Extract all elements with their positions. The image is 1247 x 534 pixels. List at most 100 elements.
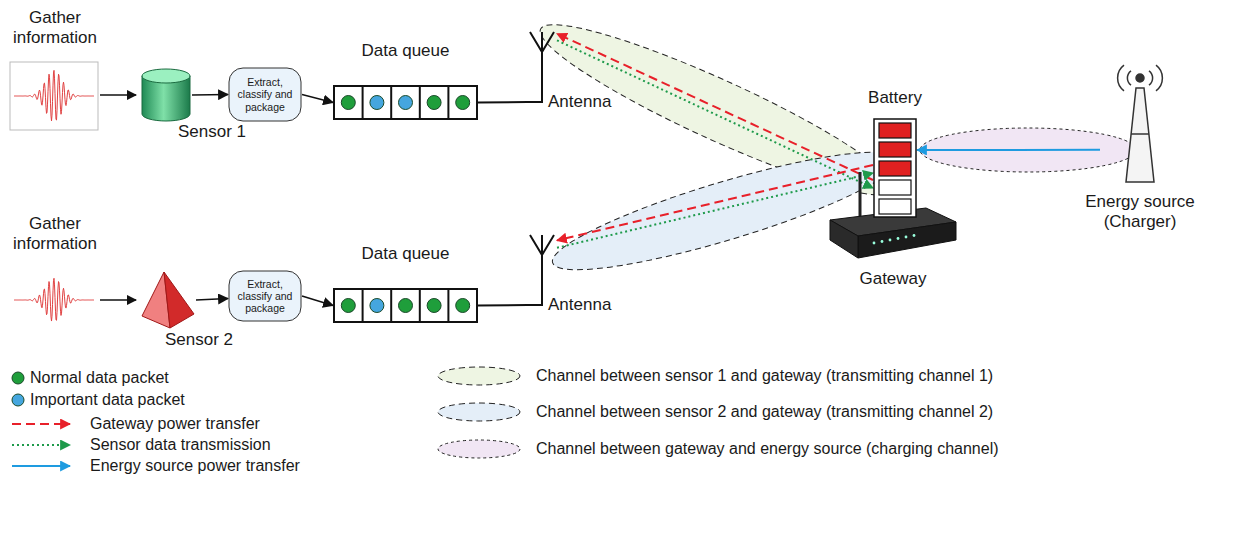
radio-wave [1156, 65, 1162, 91]
caption-label: Gather information [5, 214, 105, 255]
channel-ellipse [544, 131, 905, 290]
node-text: Data queue [362, 41, 450, 61]
queue-divider [419, 86, 421, 119]
tower-tip [1136, 74, 1144, 82]
gateway-router: GatewayBattery [826, 112, 960, 268]
legend-sample [12, 435, 78, 455]
node-text: Sensor 2 [165, 330, 233, 350]
battery-case [874, 119, 916, 217]
router-led [905, 236, 908, 239]
data-packet [370, 299, 384, 313]
node-outline [140, 270, 196, 330]
connector [478, 304, 527, 306]
connector [478, 101, 527, 103]
connector [302, 296, 333, 306]
queue-divider [390, 86, 392, 119]
signal-arrow [100, 299, 136, 301]
pyramid-face [164, 272, 194, 328]
node-text: Gateway [859, 269, 926, 289]
legend-line [12, 465, 70, 467]
router-antenna [859, 172, 862, 220]
antenna-stroke [527, 32, 554, 102]
node-text: Antenna [548, 92, 611, 112]
battery-cell [879, 161, 911, 176]
node-text: Extract, classify and package [231, 278, 299, 314]
antenna-symbol: Antenna [527, 233, 557, 307]
box-outline [229, 271, 301, 321]
connector [302, 95, 333, 103]
waveform-group [14, 70, 94, 321]
connector [557, 40, 873, 188]
legend-sample [436, 402, 524, 422]
data-packet [341, 96, 355, 110]
legend-ellipse [438, 367, 520, 385]
energy-source: Energy source (Charger) [1100, 62, 1180, 184]
battery-cell [879, 199, 911, 214]
node-text: Energy source (Charger) [1075, 192, 1205, 233]
sensor-cylinder: Sensor 1 [140, 68, 192, 122]
legend-sample [12, 390, 26, 410]
node-text: Battery [868, 88, 922, 108]
router-front [858, 222, 956, 258]
tower-drawing [1118, 65, 1163, 182]
process-box: Extract, classify and package [228, 67, 302, 122]
data-queue: Data queue [333, 85, 478, 120]
cylinder-top [142, 69, 190, 83]
router-led [897, 237, 900, 240]
legend-text: Channel between sensor 1 and gateway (tr… [536, 366, 993, 386]
waveform [14, 278, 94, 321]
battery: Battery [873, 118, 917, 218]
legend-text: Sensor data transmission [90, 435, 271, 455]
router-side [830, 220, 858, 258]
legend-text: Important data packet [30, 390, 185, 410]
queue-divider [362, 86, 364, 119]
legend-sample [12, 414, 78, 434]
battery-cell [879, 123, 911, 138]
node-text: Antenna [548, 295, 611, 315]
legend-text: Normal data packet [30, 368, 169, 388]
radio-wave [1127, 71, 1131, 85]
data-packet [399, 96, 413, 110]
router-led [913, 234, 916, 237]
queue-divider [390, 289, 392, 322]
node-text: Extract, classify and package [231, 76, 299, 112]
router-led [881, 240, 884, 243]
box-outline [229, 68, 301, 121]
data-packet [399, 299, 413, 313]
router-led [873, 242, 876, 245]
antenna-stroke [527, 235, 554, 305]
legend-ellipse [438, 440, 520, 458]
antenna-lines [527, 235, 554, 305]
text-wrap: Extract, classify and package [228, 270, 302, 322]
legend-sample [12, 456, 78, 476]
legend-text: Energy source power transfer [90, 456, 300, 476]
queue-outline [334, 289, 477, 322]
queue-divider [447, 289, 449, 322]
signal-arrow [100, 94, 136, 96]
radio-wave [1118, 65, 1124, 91]
tower-mast [1126, 88, 1154, 182]
node-outline [333, 288, 478, 323]
legend-text: Gateway power transfer [90, 414, 260, 434]
queue-outline [334, 86, 477, 119]
data-packet [341, 299, 355, 313]
router-led [889, 239, 892, 242]
legend-sample [12, 368, 26, 388]
legend-text: Channel between sensor 2 and gateway (tr… [536, 402, 993, 422]
queue-divider [419, 289, 421, 322]
legend-ellipse [438, 403, 520, 421]
caption-label: Gather information [5, 8, 105, 49]
queue-divider [362, 289, 364, 322]
legend-line [12, 444, 70, 446]
battery-cell [879, 142, 911, 157]
antenna-symbol: Antenna [527, 30, 557, 104]
process-box: Extract, classify and package [228, 270, 302, 322]
data-packet [456, 299, 470, 313]
radio-wave [1149, 71, 1153, 85]
data-queue: Data queue [333, 288, 478, 323]
data-packet [370, 96, 384, 110]
node-text: Data queue [362, 244, 450, 264]
tower-band [1131, 133, 1149, 135]
connector [196, 299, 228, 300]
